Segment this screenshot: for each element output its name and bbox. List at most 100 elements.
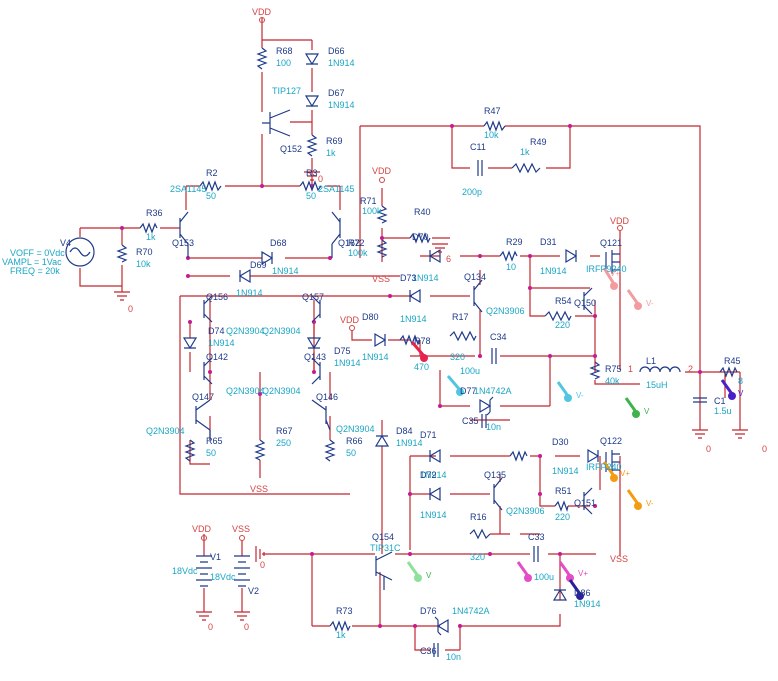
capacitor-c33: [533, 546, 539, 562]
diode-d80: [374, 332, 387, 348]
d86-ref: D86: [574, 588, 591, 598]
transistor-q150: [583, 287, 593, 315]
ground-symbol: [196, 611, 212, 621]
transistor-q162: [331, 211, 341, 258]
junction-dot: [258, 392, 262, 396]
r49-ref: R49: [530, 137, 547, 147]
node-labels: 0 0 0 0 0 0 0 6 1 2: [128, 174, 767, 632]
transistor-q156: [203, 295, 213, 323]
diode-d30: [587, 448, 600, 464]
c34-val: 100u: [460, 366, 480, 376]
r75-ref: R75: [605, 364, 622, 374]
ground-symbols: [114, 171, 748, 621]
resistor-r45: [719, 366, 738, 378]
diode-d70: [428, 248, 441, 264]
r45-ref: R45: [724, 356, 741, 366]
probe-marker: [626, 289, 642, 310]
d68-val: 1N914: [272, 266, 299, 276]
vss-label: VSS: [232, 524, 250, 534]
d70-ref: D70: [412, 232, 429, 242]
probe-label: V-: [576, 391, 584, 400]
v4-freq: FREQ = 20k: [10, 266, 60, 276]
junction-dot: [378, 624, 382, 628]
r51-ref: R51: [555, 486, 572, 496]
resistor-r66: [324, 439, 336, 462]
c11-val: 200p: [462, 187, 482, 197]
q162-val: 2SA1145: [318, 184, 354, 194]
inductor-l1: [639, 366, 681, 373]
resistor-r69: [306, 134, 318, 157]
q157-ref: Q157: [302, 292, 324, 302]
transistor-q147: [195, 399, 211, 440]
d30-val: 1N914: [552, 466, 579, 476]
c35-ref: C35: [462, 416, 479, 426]
diode-d75: [306, 337, 322, 350]
resistor-r49: [511, 162, 541, 174]
r17-val: 320: [450, 352, 465, 362]
probe-marker: [602, 267, 618, 290]
r65-ref: R65: [206, 436, 223, 446]
r2-ref: R2: [206, 168, 218, 178]
r17-ref: R17: [452, 312, 469, 322]
r45-val: 8: [738, 376, 743, 386]
resistor-r40: [409, 232, 431, 244]
r73-ref: R73: [336, 606, 353, 616]
diode-d77: [479, 396, 494, 416]
probe-marker: [626, 489, 642, 510]
q142-val: Q2N3904: [226, 386, 265, 396]
resistor-r67: [254, 439, 266, 461]
d76-ref: D76: [420, 606, 437, 616]
transistor-q157: [311, 295, 321, 323]
d84-val: 1N914: [396, 438, 423, 448]
d70-val: 1N914: [412, 273, 439, 283]
node-label: 0: [260, 560, 265, 570]
d66-ref: D66: [328, 46, 345, 56]
resistor-r78: [399, 334, 421, 346]
resistor-r51: [554, 500, 569, 513]
probe-marker: [568, 579, 584, 600]
junction-dot: [413, 624, 417, 628]
junction-dot: [593, 504, 597, 508]
d77-ref: D77: [460, 386, 477, 396]
d75-ref: D75: [334, 346, 351, 356]
r71-ref: R71: [360, 196, 377, 206]
r71-val: 100k: [362, 206, 382, 216]
v4-vampl: VAMPL = 1Vac: [2, 257, 62, 267]
junction-dot: [698, 370, 702, 374]
source-v4: [65, 237, 95, 267]
junction-dot: [388, 294, 392, 298]
probe-label: V: [738, 389, 744, 398]
resistor-r16: [469, 528, 491, 540]
source-text: V4 VOFF = 0Vdc VAMPL = 1Vac FREQ = 20k: [2, 238, 71, 276]
diode-d74: [182, 337, 198, 350]
d80-val: 1N914: [362, 352, 389, 362]
r67-val: 250: [276, 438, 291, 448]
r75-val: 40k: [605, 376, 620, 386]
junction-dot: [380, 236, 384, 240]
q122-val: IRFP240: [586, 462, 622, 472]
r72-val: 100k: [348, 248, 368, 258]
ground-symbol: [692, 429, 708, 439]
transistor-q154: [375, 551, 393, 590]
junction-dot: [538, 492, 542, 496]
probe-markers: [406, 267, 736, 600]
resistor-r72: [376, 239, 388, 258]
probe-marker: [624, 397, 640, 418]
d71-val: 1N914: [420, 470, 447, 480]
l1-val: 15uH: [646, 380, 668, 390]
resistor-r36: [139, 222, 158, 234]
vss-label: VSS: [610, 554, 628, 564]
q121-val: IRFP9240: [586, 264, 627, 274]
q152-val: TIP127: [272, 86, 301, 96]
d76-val: 1N4742A: [452, 606, 490, 616]
node-label: 0: [318, 174, 323, 184]
capacitor-c34: [491, 348, 497, 364]
diode-d86: [552, 588, 568, 601]
r66-val: 50: [346, 448, 356, 458]
q135-val: Q2N3906: [506, 506, 545, 516]
capacitor-c35: [481, 414, 487, 428]
junction-dot: [478, 354, 482, 358]
q156-ref: Q156: [206, 292, 228, 302]
q156-val: Q2N3904: [226, 326, 265, 336]
node-label: 0: [208, 622, 213, 632]
